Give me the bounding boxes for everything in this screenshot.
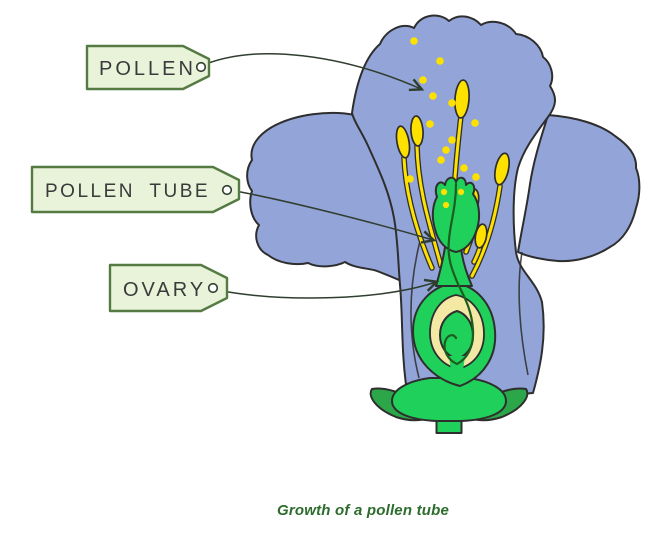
petal-throat-line-right: [518, 251, 529, 376]
petal-right: [517, 114, 641, 263]
pollen-grain: [472, 173, 480, 181]
pollen-grain: [448, 136, 456, 144]
pollen-dots: [406, 37, 480, 183]
pollen-grain: [429, 92, 437, 100]
pollen-grain: [471, 119, 479, 127]
tag-hole: [195, 61, 207, 73]
pollen-grain: [436, 57, 444, 65]
pollen-grain: [437, 156, 445, 164]
pollen-tube-label-tag: POLLEN TUBE: [30, 165, 241, 214]
pollen-grain: [448, 99, 456, 107]
pollen-grain: [442, 146, 450, 154]
pistil: [369, 176, 529, 434]
arrow-ovary: [216, 278, 440, 299]
pollen-tube-label: POLLEN TUBE: [45, 181, 210, 202]
stamen: [410, 115, 444, 269]
pollen-grain: [442, 201, 450, 209]
petal-throat-line-left: [410, 236, 422, 379]
tag-shape: [108, 263, 229, 313]
pollen-grain: [426, 120, 434, 128]
ovary-label-tag: OVARY: [108, 263, 229, 313]
arrow-pollen-tube: [229, 189, 437, 244]
stigma-pollen-dots: [440, 188, 465, 209]
tag-shape: [85, 44, 211, 91]
anther: [493, 152, 511, 186]
pollen-label-tag: POLLEN: [85, 44, 211, 91]
pollen-tube-line: [443, 182, 475, 366]
pollen-label: POLLEN: [99, 58, 196, 80]
stamen: [395, 125, 435, 271]
pollen-grain: [457, 188, 465, 196]
stigma: [431, 176, 481, 253]
figure-caption: Growth of a pollen tube: [276, 502, 450, 519]
pollen-grain: [410, 37, 418, 45]
arrow-pollen: [205, 53, 425, 92]
anther: [410, 115, 424, 147]
pollen-grain: [460, 164, 468, 172]
anther: [454, 79, 470, 119]
tag-hole: [221, 184, 233, 196]
pollen-grain: [406, 175, 414, 183]
anther: [395, 125, 411, 159]
receptacle: [391, 377, 507, 422]
pollen-grain: [440, 188, 448, 196]
ovary-label: OVARY: [123, 279, 206, 301]
pollen-grain: [419, 76, 427, 84]
style: [435, 246, 473, 287]
stamen: [469, 152, 511, 279]
tag-hole: [207, 282, 219, 294]
leader-arrows: [205, 53, 440, 299]
tag-shape: [30, 165, 241, 214]
